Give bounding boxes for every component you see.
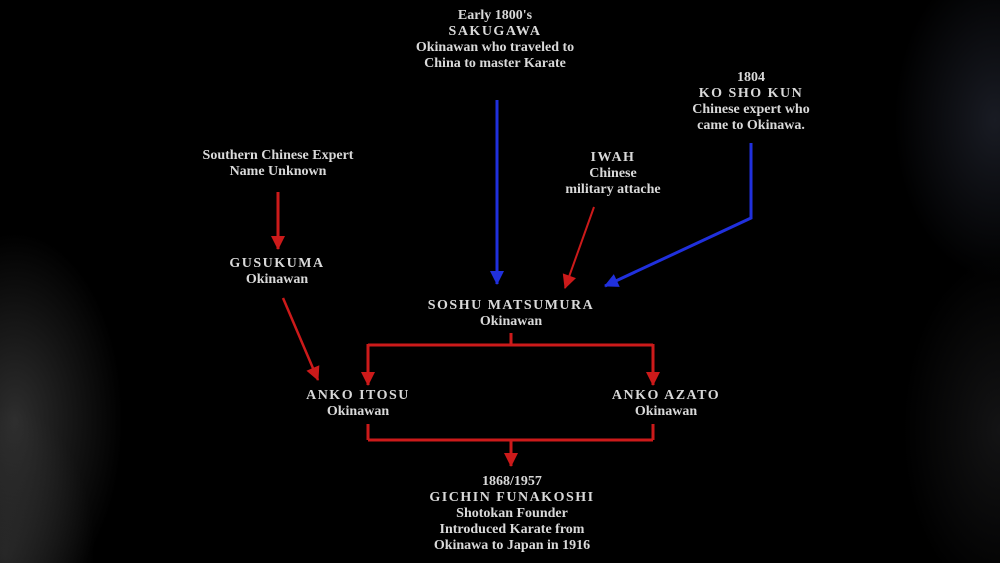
southern-expert-name: Name Unknown bbox=[229, 164, 327, 179]
sakugawa-name: SAKUGAWA bbox=[448, 24, 542, 39]
funakoshi-desc-1: Shotokan Founder bbox=[456, 506, 568, 521]
iwah-desc-2: military attache bbox=[565, 182, 661, 197]
iwah-desc-1: Chinese bbox=[589, 166, 637, 181]
arrow-koshokun-to-matsumura bbox=[604, 143, 753, 288]
azato-origin: Okinawan bbox=[634, 404, 698, 419]
sakugawa-date: Early 1800's bbox=[457, 8, 533, 23]
node-matsumura: SOSHU MATSUMURA Okinawan bbox=[428, 298, 595, 330]
funakoshi-name: GICHIN FUNAKOSHI bbox=[429, 490, 595, 505]
node-koshokun: 1804 KO SHO KUN Chinese expert who came … bbox=[692, 70, 809, 134]
funakoshi-desc-3: Okinawa to Japan in 1916 bbox=[433, 538, 591, 553]
gusukuma-name: GUSUKUMA bbox=[229, 256, 325, 271]
node-azato: ANKO AZATO Okinawan bbox=[612, 388, 720, 420]
arrow-gusukuma-to-itosu bbox=[281, 297, 320, 381]
node-sakugawa: Early 1800's SAKUGAWA Okinawan who trave… bbox=[416, 8, 574, 72]
azato-name: ANKO AZATO bbox=[611, 388, 721, 403]
itosu-name: ANKO ITOSU bbox=[306, 388, 410, 403]
sakugawa-desc-1: Okinawan who traveled to bbox=[415, 40, 575, 55]
gusukuma-origin: Okinawan bbox=[245, 272, 309, 287]
node-funakoshi: 1868/1957 GICHIN FUNAKOSHI Shotokan Foun… bbox=[429, 474, 594, 554]
arrow-iwah-to-matsumura bbox=[562, 206, 595, 289]
funakoshi-desc-2: Introduced Karate from bbox=[439, 522, 585, 537]
itosu-origin: Okinawan bbox=[326, 404, 390, 419]
matsumura-name: SOSHU MATSUMURA bbox=[427, 298, 595, 313]
node-southern-expert: Southern Chinese Expert Name Unknown bbox=[203, 148, 354, 180]
southern-expert-title: Southern Chinese Expert bbox=[202, 148, 354, 163]
matsumura-origin: Okinawan bbox=[479, 314, 543, 329]
koshokun-date: 1804 bbox=[737, 70, 765, 85]
iwah-name: IWAH bbox=[590, 150, 636, 165]
funakoshi-dates: 1868/1957 bbox=[482, 474, 542, 489]
sakugawa-desc-2: China to master Karate bbox=[424, 56, 566, 71]
koshokun-name: KO SHO KUN bbox=[698, 86, 804, 101]
koshokun-desc-2: came to Okinawa. bbox=[697, 118, 805, 133]
node-gusukuma: GUSUKUMA Okinawan bbox=[229, 256, 324, 288]
node-itosu: ANKO ITOSU Okinawan bbox=[306, 388, 410, 420]
node-iwah: IWAH Chinese military attache bbox=[565, 150, 660, 198]
koshokun-desc-1: Chinese expert who bbox=[692, 102, 810, 117]
